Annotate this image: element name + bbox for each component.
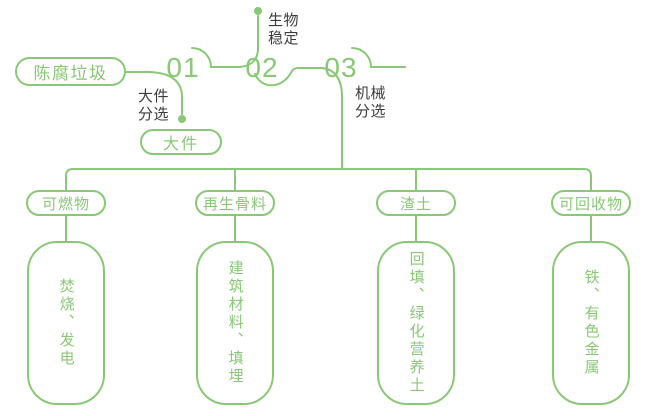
category-label: 渣土 [399,195,432,213]
stage2-number: 02 [245,52,279,83]
disposal-box-recyclables: 铁、有色金属 [552,241,630,405]
disposal-box-recycled-aggregate: 建筑材料、填埋 [196,241,274,405]
stage2-riser [239,15,259,68]
disposal-text: 建筑材料、填埋 [226,260,244,386]
disposal-text: 铁、有色金属 [582,269,600,377]
bulky-item-label: 大件 [162,136,199,153]
line-root-to-stage1-drop [125,71,183,115]
stage1-process-label: 大件分选 [138,88,170,123]
category-node-combustibles: 可燃物 [26,190,106,216]
stage2-process-label: 生物稳定 [268,12,300,47]
category-node-recyclables: 可回收物 [551,190,631,216]
category-node-recycled-aggregate: 再生骨料 [195,190,275,216]
disposal-box-residue-soil: 回填、绿化营养土 [377,241,455,405]
category-label: 可回收物 [558,195,623,213]
disposal-box-combustibles: 焚烧、发电 [27,241,105,405]
category-label: 再生骨料 [202,195,267,213]
stage3-number: 03 [324,52,358,83]
bulky-item-node: 大件 [140,129,222,155]
disposal-text: 焚烧、发电 [57,278,75,368]
stage1-drop-dot [178,115,186,123]
distribution-line [65,168,592,191]
root-node-label: 陈腐垃圾 [33,64,108,83]
swash-stage1-and-segment [191,47,241,68]
stage2-riser-dot [254,7,262,15]
category-node-residue-soil: 渣土 [376,190,456,216]
disposal-text: 回填、绿化营养土 [407,251,425,395]
stage3-process-label: 机械分选 [355,85,387,120]
root-node-aged-waste: 陈腐垃圾 [15,57,126,86]
swash-stage2-and-segment [254,67,323,87]
stage1-number: 01 [166,52,200,83]
swash-stage3-and-tail [351,47,406,68]
category-label: 可燃物 [41,195,90,213]
stage3-drop-feed [321,67,343,169]
